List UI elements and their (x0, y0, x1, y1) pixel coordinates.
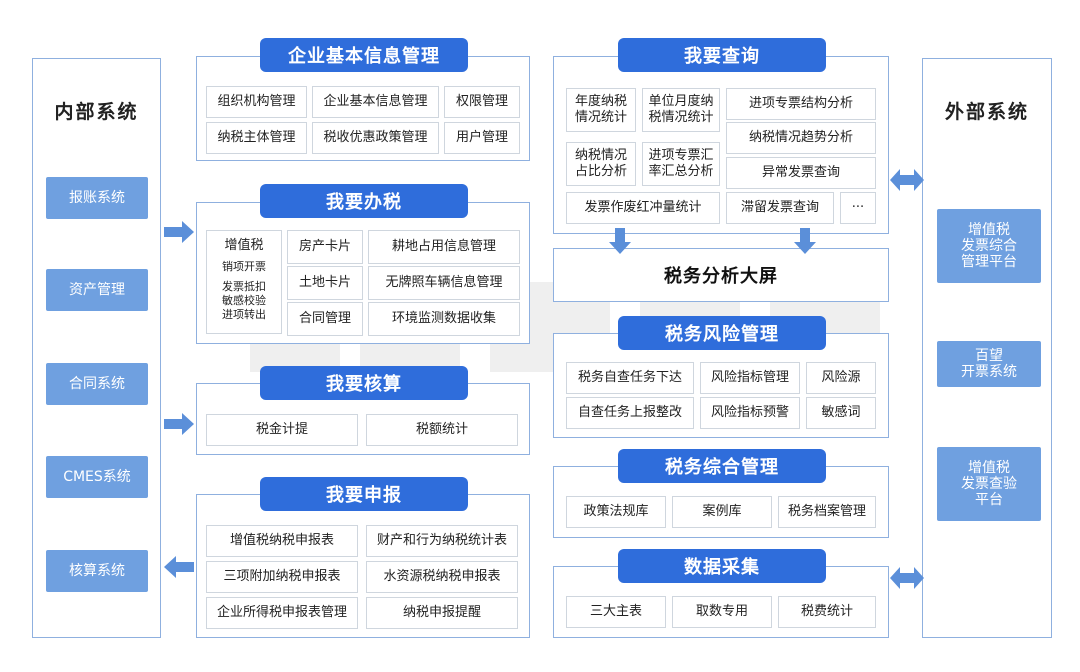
right-arrow-icon (164, 221, 194, 243)
org-management-cell[interactable]: 组织机构管理 (206, 86, 307, 118)
vat-return-cell[interactable]: 增值税纳税申报表 (206, 525, 358, 557)
query-header: 我要查询 (618, 38, 826, 72)
vat-invoice-platform-button[interactable]: 增值税 发票综合 管理平台 (937, 209, 1041, 283)
policy-library-cell[interactable]: 政策法规库 (566, 496, 666, 528)
data-fetch-cell[interactable]: 取数专用 (672, 596, 772, 628)
permission-management-cell[interactable]: 权限管理 (444, 86, 520, 118)
internal-systems-title: 内部系统 (54, 101, 139, 123)
double-arrow-icon (890, 169, 924, 191)
environment-data-cell[interactable]: 环境监测数据收集 (368, 302, 520, 336)
vat-sub-input-transfer[interactable]: 进项转出 (222, 308, 266, 321)
left-arrow-icon (164, 556, 194, 578)
tax-ratio-analysis-cell[interactable]: 纳税情况 占比分析 (566, 142, 636, 186)
self-check-task-issue-cell[interactable]: 税务自查任务下达 (566, 362, 694, 394)
tax-amount-stats-cell[interactable]: 税额统计 (366, 414, 518, 446)
contract-system-button[interactable]: 合同系统 (46, 363, 148, 405)
vat-label: 增值税 (224, 238, 264, 253)
external-systems-panel: 外部系统 增值税 发票综合 管理平台 百望 开票系统 增值税 发票查验 平台 (922, 58, 1052, 638)
user-management-cell[interactable]: 用户管理 (444, 122, 520, 154)
annual-tax-stats-cell[interactable]: 年度纳税 情况统计 (566, 88, 636, 132)
vat-group-cell[interactable]: 增值税 销项开票 发票抵扣 敏感校验 进项转出 (206, 230, 282, 334)
sensitive-words-cell[interactable]: 敏感词 (806, 397, 876, 429)
declaration-header: 我要申报 (260, 477, 468, 511)
tax-incentive-policy-cell[interactable]: 税收优惠政策管理 (312, 122, 439, 154)
three-surcharges-cell[interactable]: 三项附加纳税申报表 (206, 561, 358, 593)
three-main-tables-cell[interactable]: 三大主表 (566, 596, 666, 628)
risk-indicator-warning-cell[interactable]: 风险指标预警 (700, 397, 800, 429)
case-library-cell[interactable]: 案例库 (672, 496, 772, 528)
accounting-header: 我要核算 (260, 366, 468, 400)
invoice-void-stats-cell[interactable]: 发票作废红冲量统计 (566, 192, 720, 224)
double-arrow-icon (890, 567, 924, 589)
accounting-system-button[interactable]: 核算系统 (46, 550, 148, 592)
baiwang-invoicing-button[interactable]: 百望 开票系统 (937, 341, 1041, 387)
vat-sub-sensitive-check[interactable]: 敏感校验 (222, 294, 266, 307)
risk-source-cell[interactable]: 风险源 (806, 362, 876, 394)
property-card-cell[interactable]: 房产卡片 (287, 230, 363, 264)
down-arrow-icon (609, 228, 631, 254)
input-invoice-summary-cell[interactable]: 进项专票汇 率汇总分析 (642, 142, 720, 186)
self-check-report-cell[interactable]: 自查任务上报整改 (566, 397, 694, 429)
risk-management-header: 税务风险管理 (618, 316, 826, 350)
filing-reminder-cell[interactable]: 纳税申报提醒 (366, 597, 518, 629)
contract-management-cell[interactable]: 合同管理 (287, 302, 363, 336)
reimbursement-system-button[interactable]: 报账系统 (46, 177, 148, 219)
tax-accrual-cell[interactable]: 税金计提 (206, 414, 358, 446)
enterprise-basic-info-cell[interactable]: 企业基本信息管理 (312, 86, 439, 118)
land-card-cell[interactable]: 土地卡片 (287, 266, 363, 300)
abnormal-invoice-query-cell[interactable]: 异常发票查询 (726, 157, 876, 189)
enterprise-info-header: 企业基本信息管理 (260, 38, 468, 72)
property-behavior-stats-cell[interactable]: 财产和行为纳税统计表 (366, 525, 518, 557)
tax-fee-stats-cell[interactable]: 税费统计 (778, 596, 876, 628)
tax-trend-analysis-cell[interactable]: 纳税情况趋势分析 (726, 122, 876, 154)
general-management-header: 税务综合管理 (618, 449, 826, 483)
risk-indicator-management-cell[interactable]: 风险指标管理 (700, 362, 800, 394)
cmes-system-button[interactable]: CMES系统 (46, 456, 148, 498)
unlicensed-vehicle-cell[interactable]: 无牌照车辆信息管理 (368, 266, 520, 300)
tax-analysis-screen-panel[interactable] (553, 248, 889, 302)
tax-analysis-screen-title: 税务分析大屏 (664, 266, 778, 287)
water-resource-tax-cell[interactable]: 水资源税纳税申报表 (366, 561, 518, 593)
tax-handling-header: 我要办税 (260, 184, 468, 218)
vat-sub-sales-invoice[interactable]: 销项开票 (222, 260, 266, 273)
internal-systems-panel: 内部系统 报账系统 资产管理 合同系统 CMES系统 核算系统 (32, 58, 161, 638)
input-invoice-structure-cell[interactable]: 进项专票结构分析 (726, 88, 876, 120)
right-arrow-icon (164, 413, 194, 435)
tax-archive-cell[interactable]: 税务档案管理 (778, 496, 876, 528)
monthly-tax-stats-cell[interactable]: 单位月度纳 税情况统计 (642, 88, 720, 132)
external-systems-title: 外部系统 (944, 101, 1029, 123)
taxpayer-management-cell[interactable]: 纳税主体管理 (206, 122, 307, 154)
down-arrow-icon (794, 228, 816, 254)
retained-invoice-query-cell[interactable]: 滞留发票查询 (726, 192, 834, 224)
data-collection-header: 数据采集 (618, 549, 826, 583)
more-query-cell[interactable]: ··· (840, 192, 876, 224)
vat-invoice-verification-button[interactable]: 增值税 发票查验 平台 (937, 447, 1041, 521)
asset-management-button[interactable]: 资产管理 (46, 269, 148, 311)
income-tax-return-cell[interactable]: 企业所得税申报表管理 (206, 597, 358, 629)
farmland-info-cell[interactable]: 耕地占用信息管理 (368, 230, 520, 264)
vat-sub-invoice-deduction[interactable]: 发票抵扣 (222, 280, 266, 293)
